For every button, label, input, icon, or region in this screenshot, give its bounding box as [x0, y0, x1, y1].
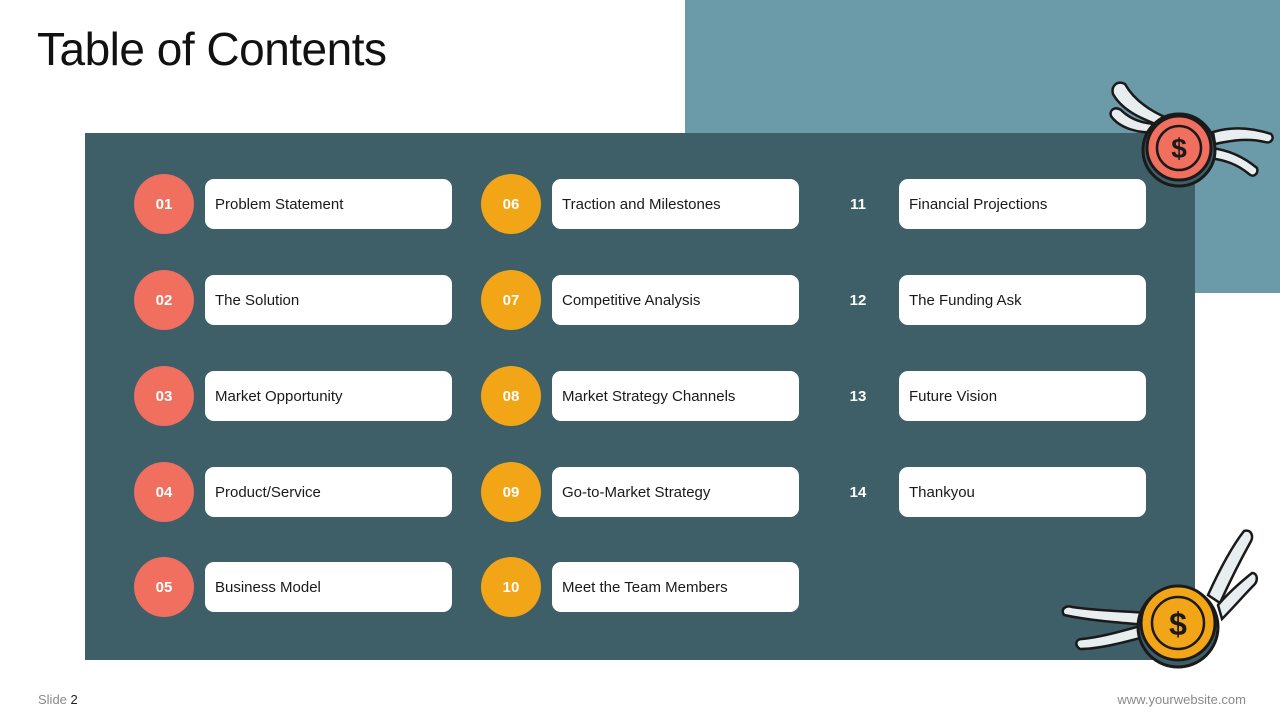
- toc-item-number: 01: [134, 174, 194, 234]
- toc-item[interactable]: 14 Thankyou: [828, 461, 1148, 523]
- toc-item-number: 12: [849, 291, 867, 309]
- slide-number-label: Slide 2: [38, 692, 78, 707]
- slide-number: 2: [70, 692, 78, 707]
- toc-item-number: 13: [849, 387, 867, 405]
- toc-item-number: 04: [134, 462, 194, 522]
- toc-item-number: 09: [481, 462, 541, 522]
- toc-item-label[interactable]: Thankyou: [899, 467, 1146, 517]
- toc-item-number: 10: [481, 557, 541, 617]
- toc-item[interactable]: 13 Future Vision: [828, 365, 1148, 427]
- toc-item-label[interactable]: Go-to-Market Strategy: [552, 467, 799, 517]
- toc-item-label[interactable]: Problem Statement: [205, 179, 452, 229]
- toc-item[interactable]: 11 Financial Projections: [828, 173, 1148, 235]
- toc-item-label[interactable]: The Solution: [205, 275, 452, 325]
- toc-item-label[interactable]: Future Vision: [899, 371, 1146, 421]
- winged-dollar-coin-icon: $: [1061, 529, 1258, 669]
- toc-item-label[interactable]: Product/Service: [205, 467, 452, 517]
- toc-item-number: 08: [481, 366, 541, 426]
- toc-item-number: 06: [481, 174, 541, 234]
- toc-item-number: 11: [850, 195, 866, 213]
- toc-item-label[interactable]: Market Strategy Channels: [552, 371, 799, 421]
- svg-text:$: $: [1169, 606, 1187, 642]
- website-url: www.yourwebsite.com: [1117, 692, 1246, 707]
- toc-item-label[interactable]: Financial Projections: [899, 179, 1146, 229]
- toc-item-label[interactable]: Meet the Team Members: [552, 562, 799, 612]
- winged-dollar-coin-icon: $: [1109, 81, 1274, 188]
- toc-item-number: 02: [134, 270, 194, 330]
- svg-text:$: $: [1171, 133, 1187, 164]
- toc-item-number: 05: [134, 557, 194, 617]
- toc-item-label[interactable]: Business Model: [205, 562, 452, 612]
- toc-item[interactable]: 12 The Funding Ask: [828, 269, 1148, 331]
- page-title: Table of Contents: [37, 23, 387, 75]
- toc-item-number: 03: [134, 366, 194, 426]
- toc-item-label[interactable]: Competitive Analysis: [552, 275, 799, 325]
- slide-label: Slide: [38, 692, 67, 707]
- toc-item-number: 07: [481, 270, 541, 330]
- toc-item-number: 14: [849, 483, 867, 501]
- toc-item-label[interactable]: The Funding Ask: [899, 275, 1146, 325]
- toc-item-label[interactable]: Traction and Milestones: [552, 179, 799, 229]
- toc-item-label[interactable]: Market Opportunity: [205, 371, 452, 421]
